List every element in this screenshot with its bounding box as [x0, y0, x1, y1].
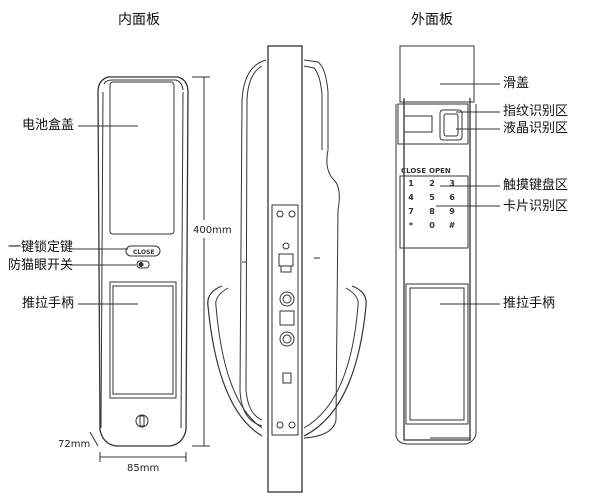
- inner-panel-title: 内面板: [118, 12, 160, 28]
- keypad-key[interactable]: 8: [429, 207, 435, 216]
- keypad-key[interactable]: 5: [429, 193, 435, 202]
- touch-keypad-label: 触摸键盘区: [503, 178, 569, 193]
- lcd-area-label: 液晶识别区: [503, 121, 569, 136]
- keypad-key[interactable]: 3: [449, 179, 455, 188]
- lcd-area: [403, 115, 433, 133]
- keypad-open-label: OPEN: [429, 167, 451, 175]
- keypad-key[interactable]: 7: [408, 207, 414, 216]
- outer-panel: [395, 45, 477, 445]
- keypad-key[interactable]: *: [409, 221, 414, 230]
- outer-handle[interactable]: [405, 283, 469, 425]
- keypad-key[interactable]: #: [449, 221, 456, 230]
- height-dimension: 400mm: [193, 225, 232, 236]
- one-key-lock-button[interactable]: [125, 245, 161, 257]
- depth-dimension: 72mm: [58, 439, 91, 450]
- fingerprint-area-label: 指纹识别区: [503, 104, 569, 119]
- anti-peep-switch[interactable]: [136, 260, 150, 269]
- card-area-label: 卡片识别区: [503, 199, 569, 214]
- keypad-key[interactable]: 6: [449, 193, 455, 202]
- battery-cover-label: 电池盒盖: [22, 118, 75, 133]
- width-dimension: 85mm: [127, 463, 160, 474]
- keypad-key[interactable]: 9: [449, 207, 455, 216]
- keypad-close-label: CLOSE: [401, 167, 426, 175]
- outer-handle-label: 推拉手柄: [503, 296, 556, 311]
- keypad-keys: 1 2 3 4 5 6 7 8 9 * 0 #: [408, 179, 455, 230]
- close-button-text: CLOSE: [133, 249, 155, 256]
- inner-panel: [97, 76, 189, 447]
- keypad-key[interactable]: 4: [408, 193, 414, 202]
- slide-cover[interactable]: [399, 45, 475, 103]
- inner-handle[interactable]: [109, 281, 177, 399]
- keypad-key[interactable]: 2: [429, 179, 435, 188]
- inner-handle-label: 推拉手柄: [22, 296, 75, 311]
- anti-peep-switch-label: 防猫眼开关: [8, 258, 74, 273]
- key-cylinder-icon: [135, 414, 149, 428]
- one-key-lock-label: 一键锁定键: [8, 240, 74, 255]
- battery-cover: [109, 81, 175, 235]
- outer-panel-title: 外面板: [411, 12, 453, 28]
- side-view: [207, 45, 367, 493]
- keypad-key[interactable]: 1: [408, 179, 414, 188]
- slide-cover-label: 滑盖: [503, 76, 530, 91]
- keypad-key[interactable]: 0: [429, 221, 435, 230]
- fingerprint-sensor[interactable]: [439, 109, 463, 141]
- touch-keypad[interactable]: [399, 175, 469, 249]
